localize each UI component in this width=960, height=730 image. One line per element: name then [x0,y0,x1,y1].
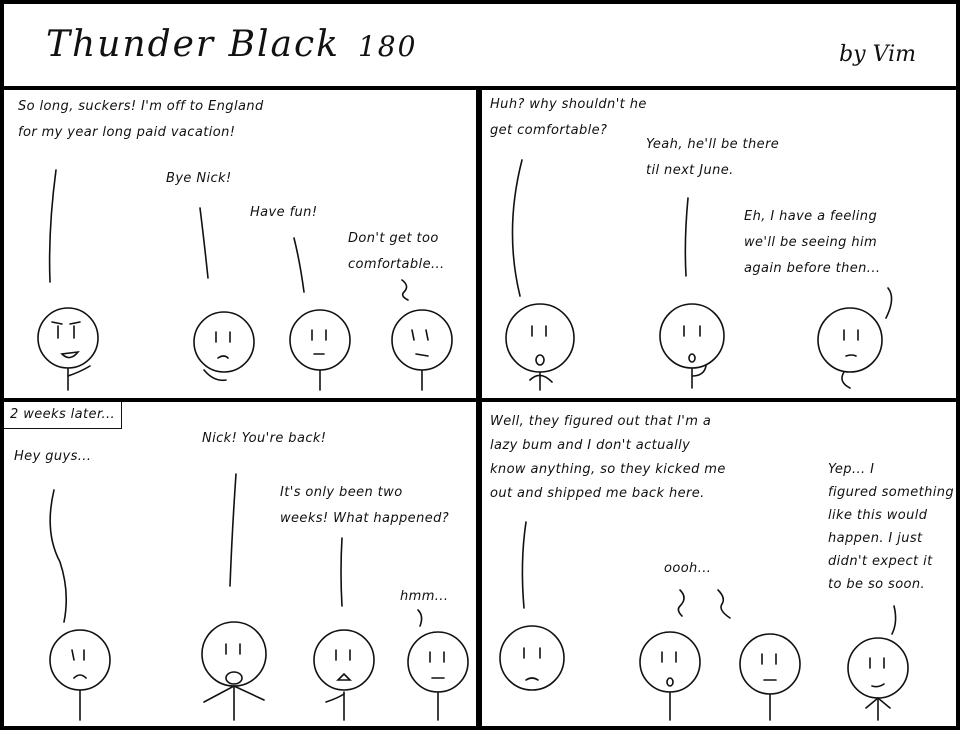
friend4-speech: hmm... [400,589,449,604]
comic-title-text: Thunder Black [46,24,340,65]
comic-number: 180 [357,30,418,63]
panel-3: 2 weeks later... Hey guys... Nick! You'r… [4,402,476,726]
friend2-speech: Nick! You're back! [202,431,327,446]
nick-speech: So long, suckers! I'm off to England for… [18,99,264,140]
panel-1: So long, suckers! I'm off to England for… [4,90,476,398]
author-byline: by Vim [839,42,916,67]
panel-2-drawing [505,159,893,391]
nick-speech: Hey guys... [14,449,92,464]
friend3-speech: Eh, I have a feeling we'll be seeing him… [744,209,881,276]
time-caption: 2 weeks later... [4,402,123,429]
title-panel: Thunder Black 180 by Vim [4,4,956,86]
friends-speech: oooh... [664,561,712,576]
friend4-speech: Yep... I figured something like this wou… [828,462,955,592]
friend2-speech: Bye Nick! [166,171,232,186]
panel-4-drawing [499,521,909,721]
friend4-speech: Don't get too comfortable... [348,231,445,272]
friend3-speech: Have fun! [250,205,318,220]
friend1-speech: Huh? why shouldn't he get comfortable? [490,97,647,138]
panel-3-drawing [49,473,469,721]
panel-2: Huh? why shouldn't he get comfortable? Y… [482,90,956,398]
panel-4: Well, they figured out that I'm a lazy b… [482,402,956,726]
friend3-speech: It's only been two weeks! What happened? [280,485,450,526]
nick-speech: Well, they figured out that I'm a lazy b… [490,414,726,501]
friend2-speech: Yeah, he'll be there til next June. [646,137,780,178]
comic-title: Thunder Black 180 [46,24,417,65]
panel-1-drawing [37,169,453,391]
